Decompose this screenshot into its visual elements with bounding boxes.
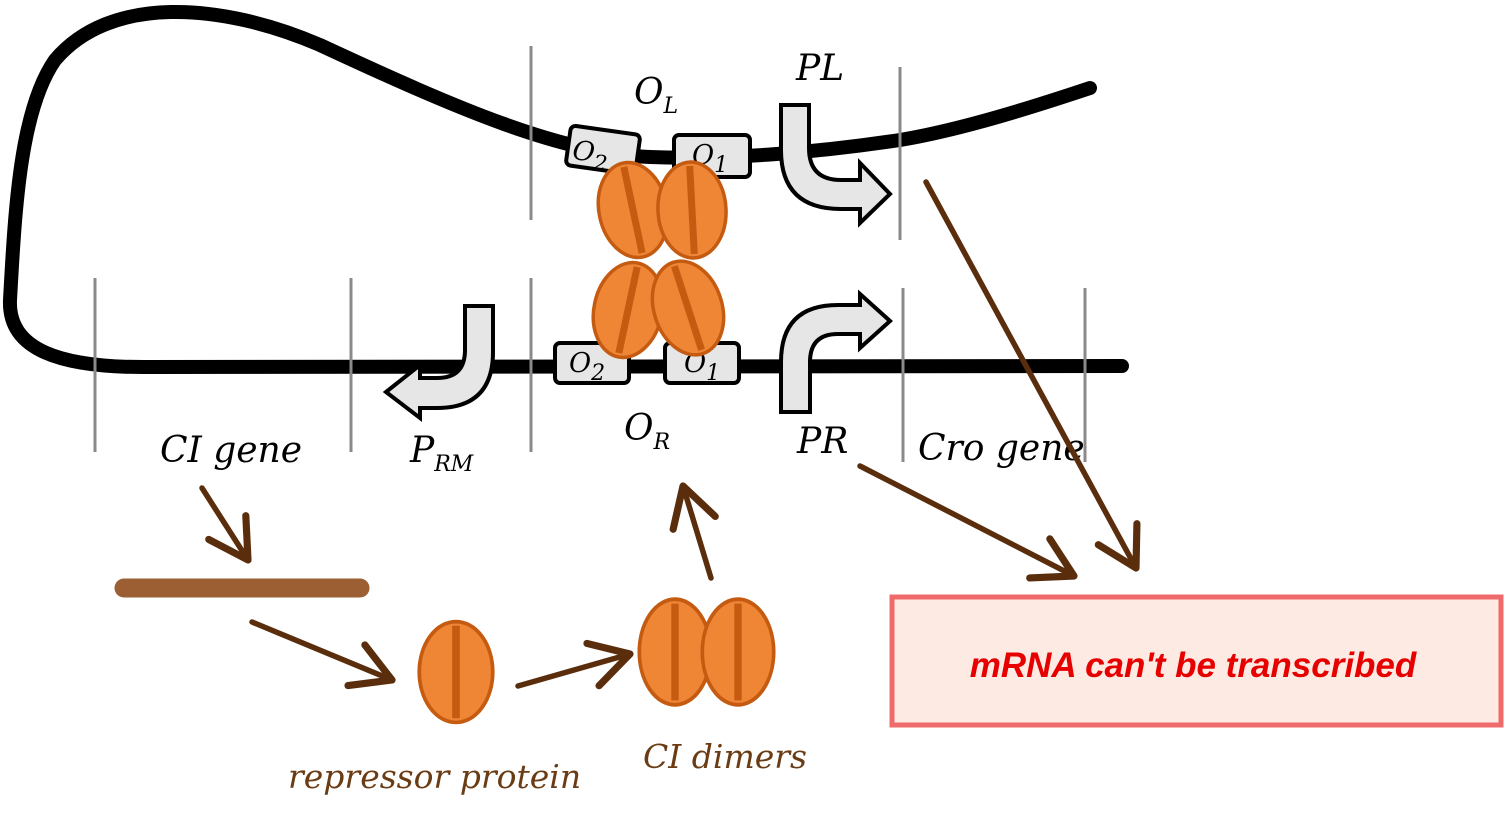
arrow-gene-to-mrna <box>199 485 252 564</box>
ci-dimer <box>639 599 773 705</box>
arrow-pl-to-box <box>923 179 1141 572</box>
arrow-dimer-to-or <box>669 482 719 581</box>
repressor-monomer <box>419 622 492 723</box>
dna-strand-loop <box>2 5 1129 375</box>
ol-label: OL <box>634 72 678 119</box>
svg-text:O2: O2 <box>569 348 605 386</box>
or-label: OR <box>624 408 670 455</box>
gene-dividers <box>93 46 1087 462</box>
ci-gene-label: CI gene <box>160 430 302 471</box>
pl-label: PL <box>795 48 844 89</box>
result-message: mRNA can't be transcribed <box>970 646 1417 685</box>
prm-promoter-arrow <box>382 304 495 423</box>
cro-gene-label: Cro gene <box>918 428 1085 469</box>
arrow-pr-to-box <box>857 463 1078 582</box>
pr-label: PR <box>796 421 848 462</box>
flow-arrows <box>199 179 1141 690</box>
prm-label: PRM <box>409 430 474 477</box>
or-o1-site: O1 <box>663 341 741 386</box>
pr-promoter-arrow <box>779 289 893 414</box>
bound-dimer-ol <box>590 156 729 264</box>
bound-dimer-or <box>585 252 735 364</box>
ci-dimers-label: CI dimers <box>643 737 807 776</box>
arrow-protein-to-dimer <box>515 639 634 690</box>
pl-promoter-arrow <box>779 103 893 228</box>
result-box: mRNA can't be transcribed <box>889 594 1504 728</box>
repressor-protein-label: repressor protein <box>288 757 581 796</box>
arrow-mrna-to-protein <box>249 619 396 690</box>
svg-text:O2: O2 <box>570 135 611 178</box>
